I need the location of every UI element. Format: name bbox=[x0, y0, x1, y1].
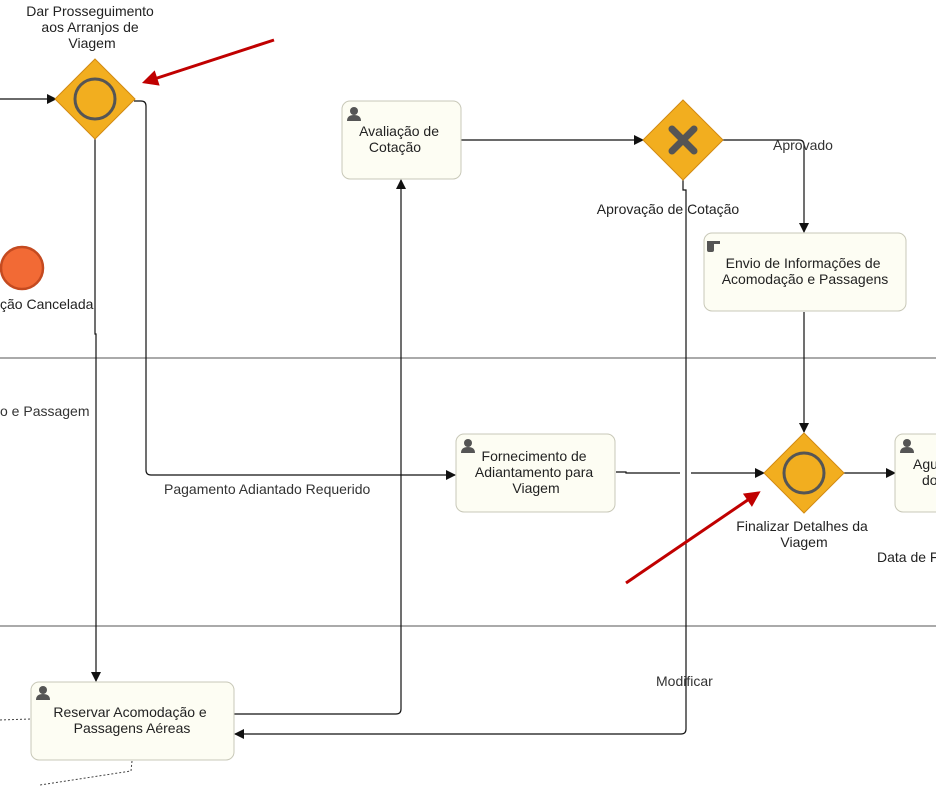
manual-task-hand-icon bbox=[707, 241, 720, 252]
task-travel-advance[interactable]: Fornecimento de Adiantamento para Viagem bbox=[455, 433, 616, 513]
task-await[interactable]: Agu do bbox=[894, 433, 936, 513]
event-circle-icon bbox=[73, 77, 117, 121]
flow-booking-to-quote-review[interactable] bbox=[234, 179, 406, 715]
proceed-gateway[interactable] bbox=[54, 58, 136, 140]
x-cross-icon bbox=[668, 125, 698, 155]
association-line-left bbox=[0, 718, 31, 721]
finalize-gateway-label: Finalizar Detalhes da Viagem bbox=[736, 518, 871, 550]
flow-approved[interactable] bbox=[722, 139, 809, 233]
svg-text:Envio de Informações de: Envio de Informações de Acomodação e Pas… bbox=[722, 255, 889, 287]
task-send-info[interactable]: Envio de Informações de Acomodação e Pas… bbox=[703, 232, 907, 312]
flow-label-approved: Aprovado bbox=[773, 137, 833, 153]
association-line-bottom bbox=[39, 760, 133, 786]
flow-label-advance-required: Pagamento Adiantado Requerido bbox=[164, 481, 370, 497]
event-circle-icon bbox=[782, 451, 826, 495]
cancel-end-event[interactable] bbox=[0, 245, 45, 291]
lane-label: o e Passagem bbox=[0, 403, 90, 419]
annotation-arrow-icon bbox=[141, 38, 275, 86]
flow-modify[interactable] bbox=[234, 180, 687, 739]
proceed-gateway-label: Dar Prosseguimento aos Arranjos de Viage… bbox=[26, 3, 158, 51]
flow-label-date: Data de F bbox=[877, 549, 936, 565]
quote-approval-gateway-label: Aprovação de Cotação bbox=[597, 201, 740, 217]
cancel-end-event-label: ção Cancelada bbox=[0, 296, 94, 312]
task-book-lodging-flights[interactable]: Reservar Acomodação e Passagens Aéreas bbox=[30, 681, 235, 761]
flow-advance-required[interactable] bbox=[134, 100, 456, 480]
finalize-gateway[interactable] bbox=[763, 432, 845, 514]
flow-advance-to-finalize-a[interactable] bbox=[616, 471, 680, 474]
svg-text:Avaliação de Cotação: Avaliação de Cotação bbox=[359, 123, 443, 155]
task-quote-review[interactable]: Avaliação de Cotação bbox=[341, 100, 462, 180]
annotation-arrow-icon bbox=[625, 491, 761, 585]
svg-text:Fornecimento de Adiantam: Fornecimento de Adiantamento para Viagem bbox=[475, 448, 597, 496]
flow-label-modify: Modificar bbox=[656, 673, 713, 689]
svg-text:Reservar Acomodação e Pa: Reservar Acomodação e Passagens Aéreas bbox=[53, 704, 210, 736]
svg-text:Agu do: Agu do bbox=[913, 456, 936, 488]
quote-approval-gateway[interactable] bbox=[642, 99, 724, 181]
flow-proceed-to-booking[interactable] bbox=[91, 138, 101, 682]
